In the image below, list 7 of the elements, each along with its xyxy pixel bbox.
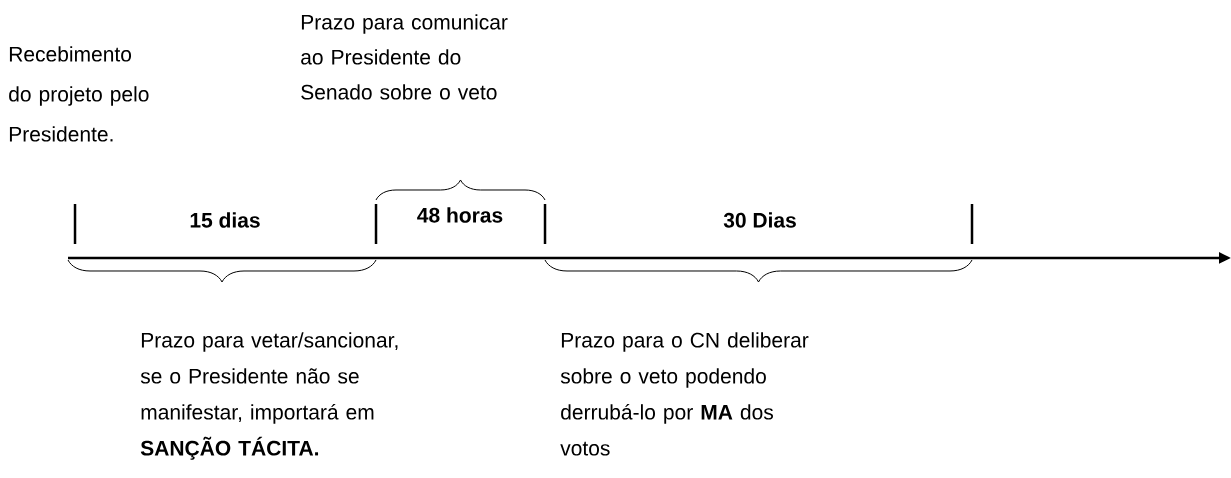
note-text: Prazo para vetar/sancionar, se o Presidente não se manifestar, importará em SANÇÃO TÁCITA.	[140, 332, 398, 460]
note-text: Recebimento do projeto pelo Presidente.	[9, 46, 149, 142]
duration-label: 48 horas	[417, 207, 503, 223]
note-text: Prazo para o CN deliberar sobre o veto podendo derrubá-lo por MA dos votos	[560, 332, 809, 456]
note-text: Prazo para comunicar ao Presidente do Senado sobre o veto	[301, 14, 508, 100]
duration-label: 15 dias	[190, 212, 260, 228]
duration-label: 30 Dias	[723, 212, 796, 228]
